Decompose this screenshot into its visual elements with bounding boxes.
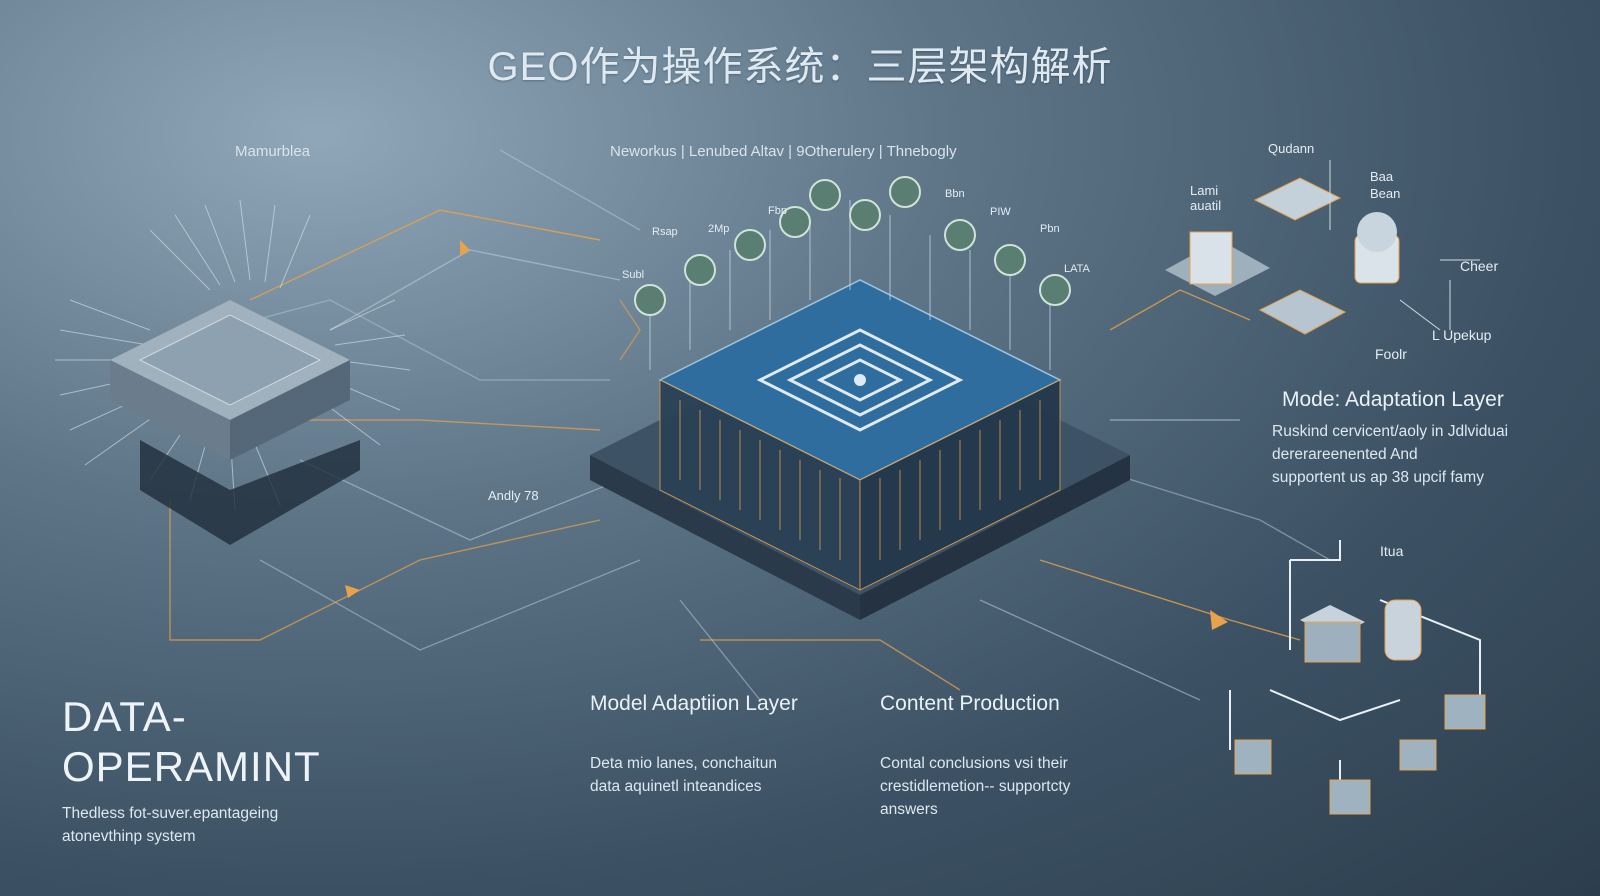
chip-label: PIW xyxy=(990,206,1011,218)
chip-label: Andly 78 xyxy=(488,488,539,503)
network-cluster-bottom xyxy=(1229,540,1486,815)
cluster-label: Qudann xyxy=(1268,141,1315,156)
chip-label: Bbn xyxy=(945,188,965,200)
desc-line: Thedless fot-suver.epantageing xyxy=(62,805,279,822)
cluster-label-bottom: Itua xyxy=(1380,543,1404,559)
central-processor xyxy=(590,176,1130,620)
cluster-label: Lami auatil xyxy=(1190,183,1222,213)
desc-line: answers xyxy=(880,801,938,818)
content-section-heading: Content Production xyxy=(880,692,1060,715)
cluster-label: Baa Bean xyxy=(1370,169,1401,201)
cluster-label: Foolr xyxy=(1375,346,1407,362)
chip-label: Subl xyxy=(622,269,645,281)
desc-line: Deta mio lanes, conchaitun xyxy=(590,755,777,772)
left-section: DATA- OPERAMINT Thedless fot-suver.epant… xyxy=(62,692,321,848)
desc-line: Contal conclusions vsi their xyxy=(880,755,1068,772)
top-label-left: Mamurblea xyxy=(235,143,311,160)
data-chip-left xyxy=(55,199,411,545)
desc-line: dererareenented And xyxy=(1272,446,1418,463)
server-cluster-top xyxy=(1165,160,1480,335)
desc-line: Ruskind cervicent/aoly in Jdlviduai xyxy=(1272,423,1509,440)
chip-label: LATA xyxy=(1064,263,1090,275)
desc-line: supportent us ap 38 upcif famy xyxy=(1272,469,1484,486)
chip-label: Fbp xyxy=(768,205,787,217)
cluster-label: Cheer xyxy=(1460,258,1499,274)
top-label-middle: Neworkus | Lenubed Altav | 9Otherulery |… xyxy=(610,143,957,160)
chip-label: 2Mp xyxy=(708,223,730,235)
left-section-title: OPERAMINT xyxy=(62,743,321,790)
content-section-desc: Contal conclusions vsi their crestidleme… xyxy=(880,752,1070,821)
right-section-heading: Mode: Adaptation Layer xyxy=(1282,388,1504,411)
middle-section-heading: Model Adaptiion Layer xyxy=(590,692,798,715)
chip-label: Pbn xyxy=(1040,223,1060,235)
page-title: GEO作为操作系统：三层架构解析 xyxy=(487,45,1113,89)
right-section-desc: Ruskind cervicent/aoly in Jdlviduai dere… xyxy=(1272,420,1508,489)
desc-line: crestidlemetion-- supportcty xyxy=(880,778,1071,795)
node-icons xyxy=(634,176,1071,316)
left-section-title: DATA- xyxy=(62,693,187,740)
desc-line: data aquinetl inteandices xyxy=(590,778,762,795)
cluster-label: L Upekup xyxy=(1432,327,1492,343)
desc-line: atonevthinp system xyxy=(62,828,196,845)
middle-section-desc: Deta mio lanes, conchaitun data aquinetl… xyxy=(590,752,777,798)
chip-label: Rsap xyxy=(652,226,678,238)
